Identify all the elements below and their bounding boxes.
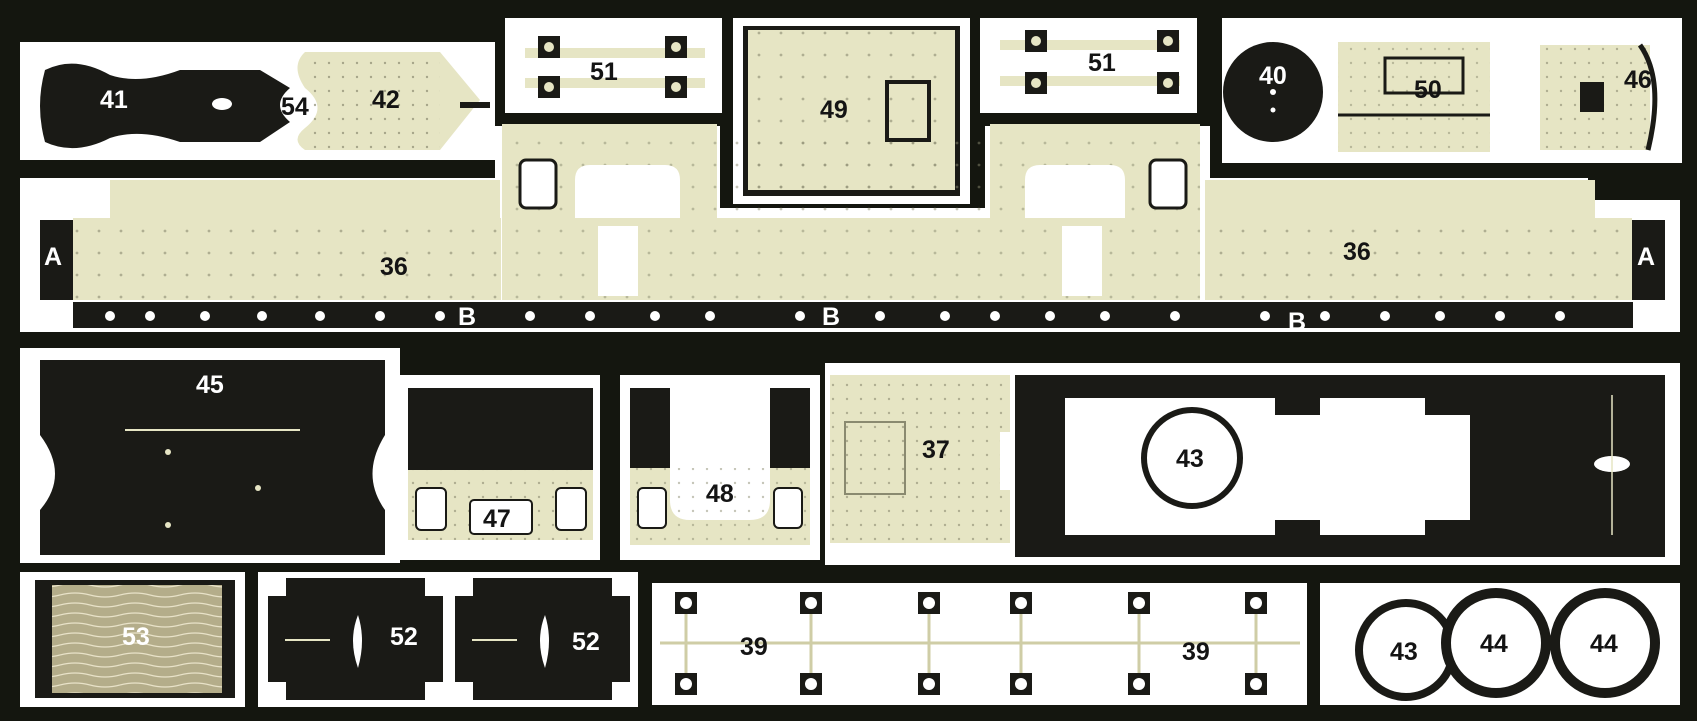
label-53: 53 xyxy=(122,623,150,651)
label-51-left: 51 xyxy=(590,58,618,86)
label-52-left: 52 xyxy=(390,623,418,651)
panel-51-right: 51 xyxy=(980,18,1197,113)
label-37: 37 xyxy=(922,436,950,464)
panel-45: 45 xyxy=(20,348,400,563)
label-49: 49 xyxy=(820,96,848,124)
part-44-right xyxy=(1550,588,1660,698)
label-52-right: 52 xyxy=(572,628,600,656)
panel-43-44: 43 44 44 xyxy=(1320,583,1680,705)
panel-47: 47 xyxy=(400,375,600,560)
label-40: 40 xyxy=(1259,62,1287,90)
panel-41-42: 41 54 42 xyxy=(20,42,495,160)
label-50: 50 xyxy=(1414,76,1442,104)
panel-52: 52 52 xyxy=(258,572,638,707)
label-47: 47 xyxy=(483,505,511,533)
label-36-right: 36 xyxy=(1343,238,1371,266)
label-b-1: B xyxy=(458,303,476,331)
label-43-ring: 43 xyxy=(1390,638,1418,666)
label-a-right: A xyxy=(1637,243,1655,271)
panel-37-43: 37 43 xyxy=(825,363,1680,565)
part-45 xyxy=(40,360,385,555)
label-44-left: 44 xyxy=(1480,630,1508,658)
panel-53: 53 xyxy=(20,572,245,707)
label-36-left: 36 xyxy=(380,253,408,281)
label-42: 42 xyxy=(372,86,400,114)
label-39-right: 39 xyxy=(1182,638,1210,666)
panel-51-left: 51 xyxy=(505,18,722,113)
label-39-left: 39 xyxy=(740,633,768,661)
label-b-2: B xyxy=(822,303,840,331)
panel-40-50-46: 40 50 46 xyxy=(1222,18,1682,163)
label-48: 48 xyxy=(706,480,734,508)
tab-a-right xyxy=(1632,220,1665,300)
label-45: 45 xyxy=(196,371,224,399)
label-44-right: 44 xyxy=(1590,630,1618,658)
label-46: 46 xyxy=(1624,66,1652,94)
panel-39: 39 39 xyxy=(652,583,1307,705)
tab-a-left xyxy=(40,220,73,300)
panel-36-sides: A A 36 36 B B B xyxy=(20,124,1680,336)
label-54: 54 xyxy=(281,93,309,121)
label-51-right: 51 xyxy=(1088,49,1116,77)
part-44-left xyxy=(1441,588,1551,698)
label-41: 41 xyxy=(100,86,128,114)
label-43-large: 43 xyxy=(1176,445,1204,473)
part-41 xyxy=(40,63,290,149)
panel-48: 48 xyxy=(620,375,820,560)
label-b-3: B xyxy=(1288,308,1306,336)
label-a-left: A xyxy=(44,243,62,271)
